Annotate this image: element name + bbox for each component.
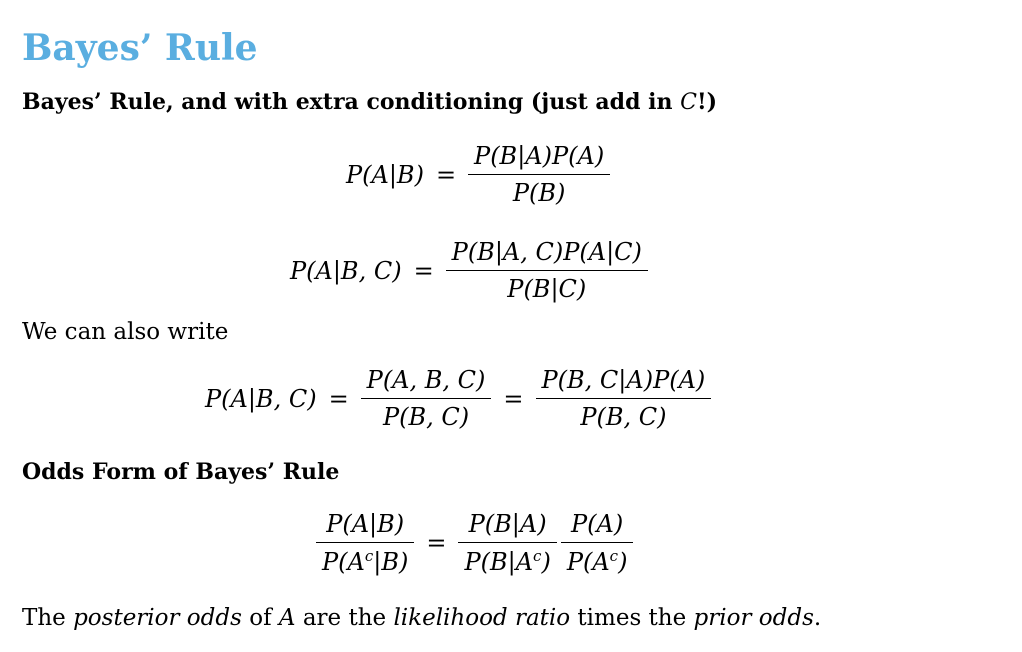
fraction-bar [360, 398, 492, 399]
fraction-bar [316, 542, 415, 543]
denominator: P(B|C) [507, 275, 587, 303]
equation-bayes-rule-conditioned: P(A|B, C) = P(B|A, C)P(A|C) P(B|C) [290, 238, 648, 303]
denominator: P(B, C) [580, 403, 667, 431]
fraction-bar [445, 270, 648, 271]
equals-sign: = [503, 384, 524, 413]
text: The [22, 605, 74, 631]
equals-sign: = [413, 256, 434, 285]
equation-lhs: P(A|B, C) [205, 384, 317, 413]
text: times the [570, 605, 694, 631]
numerator: P(B, C|A)P(A) [541, 366, 706, 394]
denominator: P(B|Ac) [464, 547, 551, 576]
numerator: P(B|A)P(A) [474, 142, 605, 170]
numerator: P(A, B, C) [366, 366, 486, 394]
superscript-complement: c [364, 547, 374, 565]
equation-lhs: P(A|B, C) [290, 256, 402, 285]
fraction-bar [535, 398, 712, 399]
heading-text-end: !) [696, 89, 718, 115]
fraction-bar [458, 542, 557, 543]
denominator: P(Ac) [566, 547, 628, 576]
text: are the [295, 605, 394, 631]
superscript-complement: c [533, 547, 542, 565]
fraction-posterior-odds: P(A|B) P(Ac|B) [316, 510, 415, 576]
fraction-joint: P(A, B, C) P(B, C) [360, 366, 492, 431]
term-likelihood-ratio: likelihood ratio [393, 605, 571, 631]
fraction: P(B|A, C)P(A|C) P(B|C) [445, 238, 648, 303]
text: of [241, 605, 279, 631]
fraction-bar [468, 174, 611, 175]
section-heading-odds-form: Odds Form of Bayes’ Rule [22, 459, 340, 485]
numerator: P(A|B) [326, 510, 405, 538]
fraction-likelihood-ratio: P(B|A) P(B|Ac) [458, 510, 557, 576]
section-heading-bayes-rule: Bayes’ Rule, and with extra conditioning… [22, 88, 717, 117]
denominator: P(B, C) [382, 403, 470, 431]
fraction-bar [560, 542, 634, 543]
fraction-prior-odds: P(A) P(Ac) [560, 510, 634, 576]
numerator: P(B|A, C)P(A|C) [451, 238, 642, 266]
paragraph-odds-summary: The posterior odds of A are the likeliho… [22, 604, 821, 632]
term-prior-odds: prior odds [693, 605, 814, 631]
equation-joint-form: P(A|B, C) = P(A, B, C) P(B, C) = P(B, C|… [205, 366, 712, 431]
equation-lhs: P(A|B) [346, 160, 424, 189]
heading-math-var: C [680, 90, 697, 115]
text: . [813, 605, 822, 631]
fraction: P(B|A)P(A) P(B) [468, 142, 611, 207]
numerator: P(A) [571, 510, 624, 538]
denominator: P(B) [512, 179, 566, 207]
equation-bayes-rule: P(A|B) = P(B|A)P(A) P(B) [346, 142, 611, 207]
equals-sign: = [328, 384, 349, 413]
math-var-a: A [278, 605, 296, 631]
term-posterior-odds: posterior odds [73, 605, 242, 631]
numerator: P(B|A) [468, 510, 547, 538]
fraction-expanded: P(B, C|A)P(A) P(B, C) [535, 366, 712, 431]
paragraph-also-write: We can also write [22, 319, 229, 345]
equals-sign: = [426, 529, 447, 557]
equation-odds-form: P(A|B) P(Ac|B) = P(B|A) P(B|Ac) P(A) P(A… [316, 510, 634, 576]
denominator: P(Ac|B) [322, 547, 409, 576]
equals-sign: = [435, 160, 457, 189]
page-title: Bayes’ Rule [22, 27, 258, 69]
superscript-complement: c [609, 547, 619, 565]
heading-text: Bayes’ Rule, and with extra conditioning… [22, 89, 681, 115]
